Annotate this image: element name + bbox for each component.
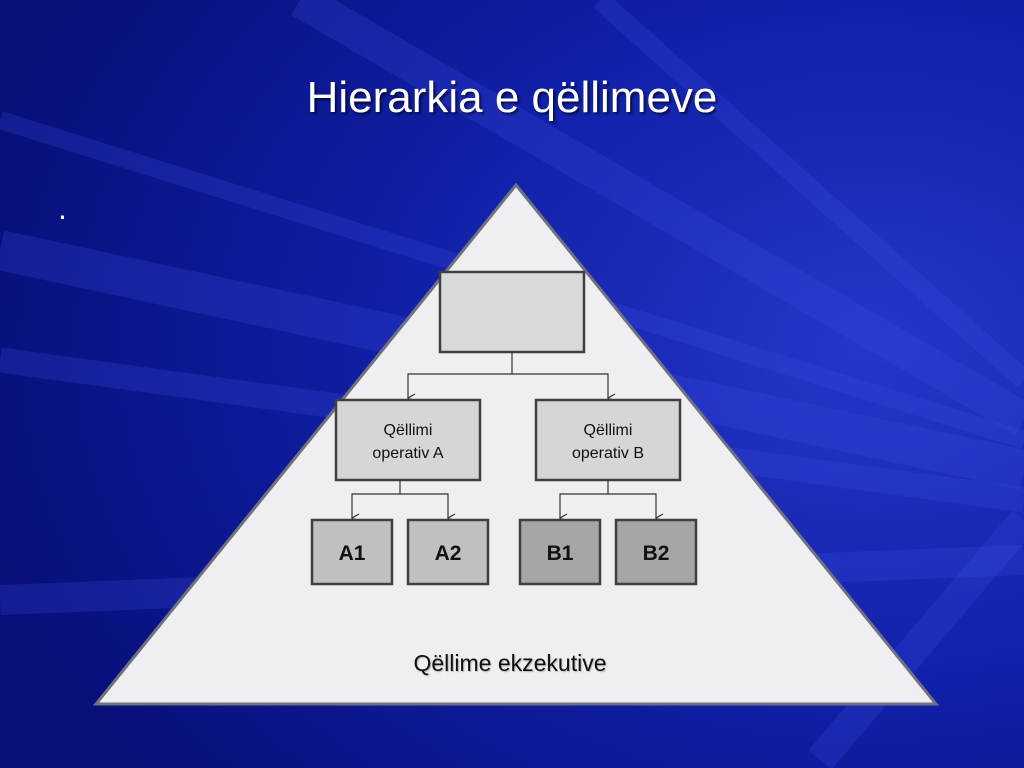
pyramid-caption: Qëllime ekzekutive bbox=[413, 650, 606, 676]
goal-b1-box: B1 bbox=[518, 518, 602, 586]
operational-goal-a-box: Qëllimi operativ A bbox=[334, 398, 482, 482]
goal-a1-box: A1 bbox=[310, 518, 394, 586]
goal-b1-label: B1 bbox=[547, 542, 574, 565]
goal-b2-box: B2 bbox=[614, 518, 698, 586]
connector-top bbox=[406, 352, 616, 403]
top-goal-box bbox=[438, 270, 586, 354]
operational-goal-b-line2: operativ B bbox=[572, 445, 644, 462]
operational-goal-a-line1: Qëllimi bbox=[384, 422, 433, 439]
goal-a1-label: A1 bbox=[339, 542, 366, 565]
operational-goal-b-line1: Qëllimi bbox=[584, 422, 633, 439]
operational-goal-b-box: Qëllimi operativ B bbox=[534, 398, 682, 482]
connector-a bbox=[350, 480, 456, 523]
goal-a2-label: A2 bbox=[435, 542, 462, 565]
goal-b2-label: B2 bbox=[643, 542, 670, 565]
connector-b bbox=[558, 480, 664, 523]
operational-goal-a-line2: operativ A bbox=[372, 445, 443, 462]
bullet-point: . bbox=[58, 190, 67, 226]
pyramid-triangle bbox=[92, 182, 940, 706]
slide-title: Hierarkia e qëllimeve bbox=[306, 73, 718, 122]
goal-a2-box: A2 bbox=[406, 518, 490, 586]
